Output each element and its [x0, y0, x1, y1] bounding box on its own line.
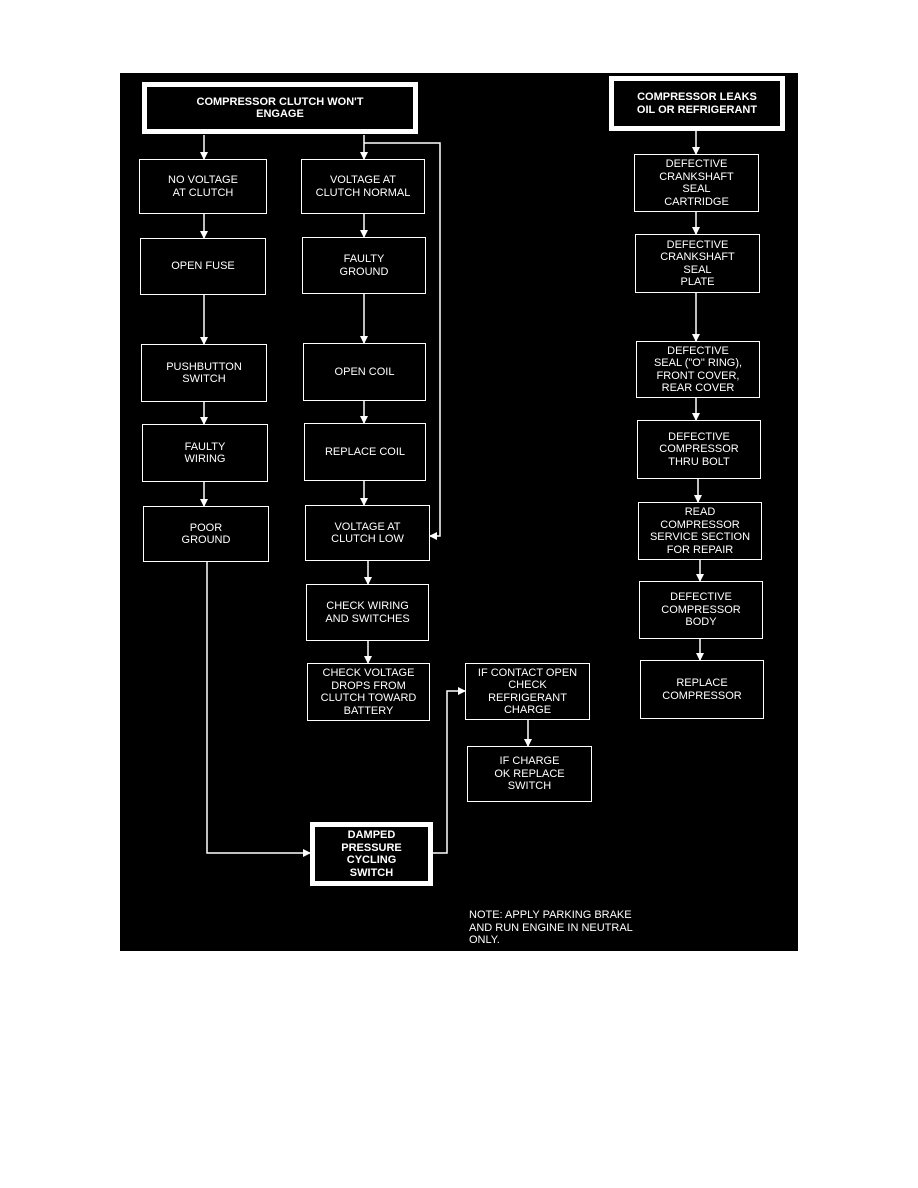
if-charge-ok-box: IF CHARGE OK REPLACE SWITCH	[467, 746, 592, 802]
defective-compressor-thru-bolt-box: DEFECTIVE COMPRESSOR THRU BOLT	[637, 420, 761, 479]
read-compressor-service-section-box: READ COMPRESSOR SERVICE SECTION FOR REPA…	[638, 502, 762, 560]
arrow-bypass-to-voltage-low	[364, 142, 441, 540]
troubleshooting-flowchart: COMPRESSOR CLUTCH WON'T ENGAGE NO VOLTAG…	[120, 73, 798, 951]
voltage-at-clutch-normal-box: VOLTAGE AT CLUTCH NORMAL	[301, 159, 425, 214]
voltage-at-clutch-low-box: VOLTAGE AT CLUTCH LOW	[305, 505, 430, 561]
compressor-leaks-box: COMPRESSOR LEAKS OIL OR REFRIGERANT	[609, 76, 785, 131]
arrow-poor-ground-to-damped	[206, 562, 311, 857]
check-wiring-and-switches-box: CHECK WIRING AND SWITCHES	[306, 584, 429, 641]
if-contact-open-box: IF CONTACT OPEN CHECK REFRIGERANT CHARGE	[465, 663, 590, 720]
check-voltage-drops-box: CHECK VOLTAGE DROPS FROM CLUTCH TOWARD B…	[307, 663, 430, 721]
compressor-clutch-wont-engage-box: COMPRESSOR CLUTCH WON'T ENGAGE	[142, 82, 418, 134]
defective-crankshaft-seal-cartridge-box: DEFECTIVE CRANKSHAFT SEAL CARTRIDGE	[634, 154, 759, 212]
defective-crankshaft-seal-plate-box: DEFECTIVE CRANKSHAFT SEAL PLATE	[635, 234, 760, 293]
connector-lines	[200, 131, 704, 857]
replace-coil-box: REPLACE COIL	[304, 423, 426, 481]
open-coil-box: OPEN COIL	[303, 343, 426, 401]
no-voltage-at-clutch-box: NO VOLTAGE AT CLUTCH	[139, 159, 267, 214]
note-text: NOTE: APPLY PARKING BRAKE AND RUN ENGINE…	[469, 909, 633, 946]
replace-compressor-box: REPLACE COMPRESSOR	[640, 660, 764, 719]
faulty-wiring-box: FAULTY WIRING	[142, 424, 268, 482]
defective-compressor-body-box: DEFECTIVE COMPRESSOR BODY	[639, 581, 763, 639]
pushbutton-switch-box: PUSHBUTTON SWITCH	[141, 344, 267, 402]
arrow-damped-to-contact-open	[433, 687, 466, 854]
defective-seal-o-ring-box: DEFECTIVE SEAL ("O" RING), FRONT COVER, …	[636, 341, 760, 398]
poor-ground-box: POOR GROUND	[143, 506, 269, 562]
open-fuse-box: OPEN FUSE	[140, 238, 266, 295]
faulty-ground-box: FAULTY GROUND	[302, 237, 426, 294]
damped-pressure-cycling-switch-box: DAMPED PRESSURE CYCLING SWITCH	[310, 822, 433, 886]
